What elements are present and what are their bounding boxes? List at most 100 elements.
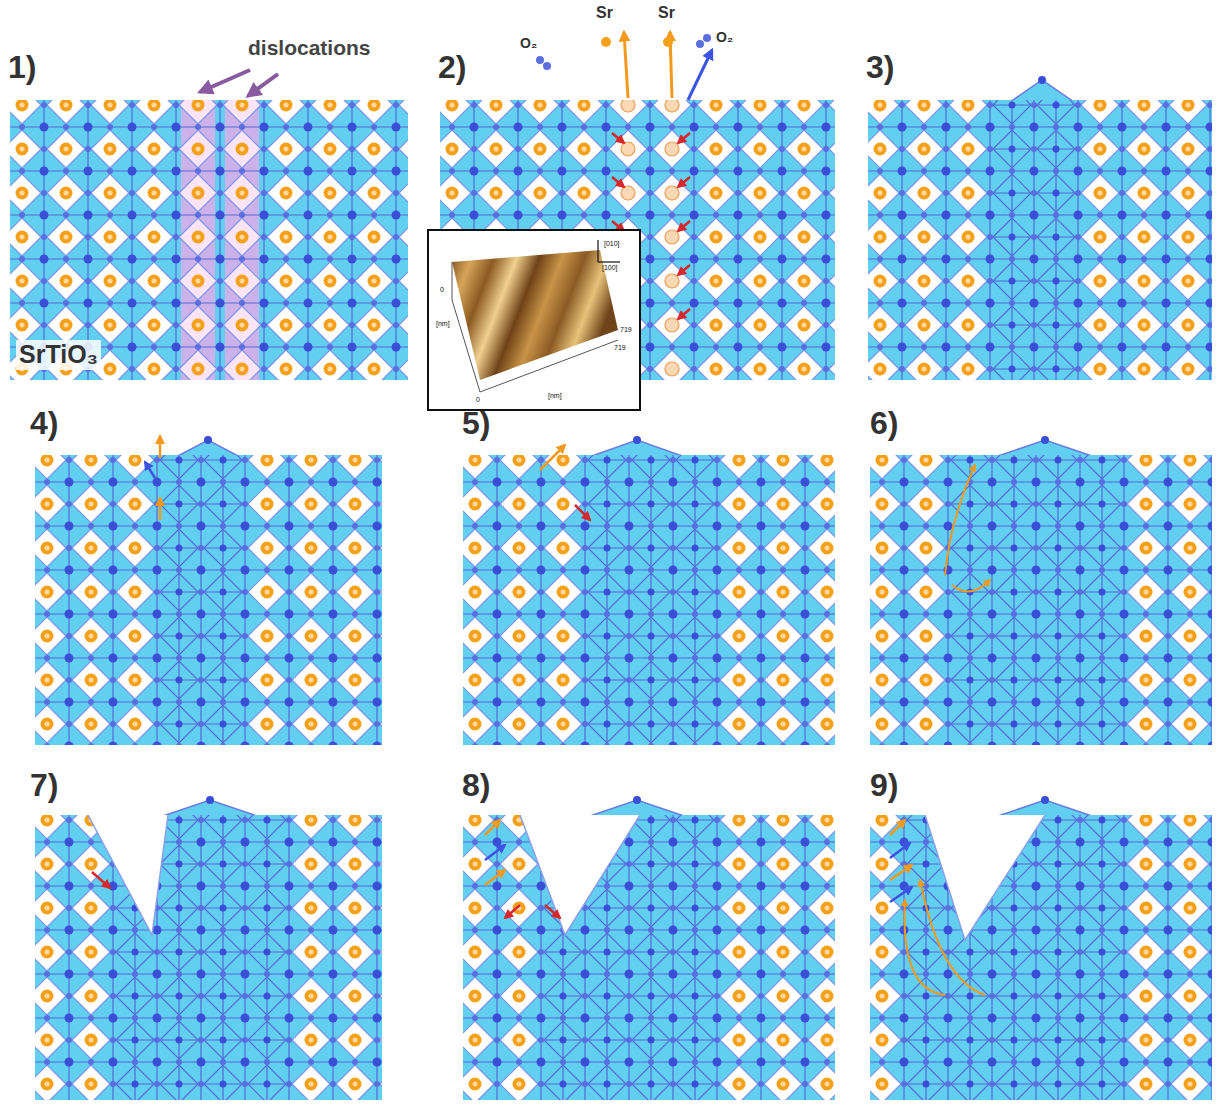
o-atom xyxy=(1009,300,1015,306)
sr-site xyxy=(500,661,538,699)
sr-atom-core xyxy=(714,367,719,372)
ti-atom xyxy=(1009,322,1016,329)
sr-atom xyxy=(192,231,205,244)
o-atom xyxy=(110,677,116,683)
sr-site xyxy=(399,174,408,212)
ti-atom xyxy=(648,501,655,508)
o-atom xyxy=(757,168,763,174)
o-atom xyxy=(493,124,499,130)
sr-atom xyxy=(578,187,591,200)
o-atom xyxy=(758,589,764,595)
o-atom xyxy=(220,567,226,573)
ti-atom xyxy=(1206,255,1213,264)
o-atom xyxy=(472,567,478,573)
ti-atom xyxy=(822,299,831,308)
o-atom xyxy=(1141,344,1147,350)
o-atom xyxy=(393,102,399,108)
o-atom xyxy=(582,633,588,639)
sr-atom xyxy=(557,586,570,599)
ti-atom xyxy=(690,299,699,308)
sr-site xyxy=(808,617,835,655)
sr-atom-core xyxy=(1098,279,1103,284)
sr-site xyxy=(135,174,173,212)
sr-site xyxy=(653,262,691,300)
o-atom xyxy=(132,699,138,705)
sr-site xyxy=(10,306,41,344)
o-atom xyxy=(308,567,314,573)
sr-atom-core xyxy=(240,323,245,328)
o-atom xyxy=(669,344,675,350)
o-atom xyxy=(242,545,248,551)
o-atom xyxy=(494,633,500,639)
o-atom xyxy=(625,212,631,218)
sr-atom xyxy=(733,498,746,511)
sr-site xyxy=(697,262,735,300)
sr-atom-core xyxy=(802,367,807,372)
sr-site xyxy=(463,455,494,479)
o-atom xyxy=(1207,146,1212,152)
o-atom xyxy=(758,457,764,463)
ti-atom xyxy=(1118,343,1127,352)
o-atom xyxy=(352,567,358,573)
o-atom xyxy=(714,589,720,595)
sr-atom-core xyxy=(737,546,742,551)
sr-atom-core xyxy=(714,323,719,328)
sr-site xyxy=(1127,617,1165,655)
sr-atom-core xyxy=(737,678,742,683)
o-atom xyxy=(1075,278,1081,284)
o-atom xyxy=(516,699,522,705)
o-atom xyxy=(899,278,905,284)
sr-atom xyxy=(1094,187,1107,200)
o-atom xyxy=(129,102,135,108)
ti-atom xyxy=(216,255,225,264)
o-atom xyxy=(626,721,632,727)
o-atom xyxy=(1031,278,1037,284)
o-atom xyxy=(286,457,292,463)
o-atom xyxy=(371,212,377,218)
o-atom xyxy=(965,256,971,262)
o-atom xyxy=(352,699,358,705)
sr-atom-core xyxy=(922,147,927,152)
ti-atom xyxy=(1162,123,1171,132)
sr-site xyxy=(764,485,802,523)
o-atom xyxy=(154,633,160,639)
o-atom xyxy=(330,721,336,727)
sr-site xyxy=(355,100,393,124)
ti-atom xyxy=(176,457,183,464)
o-atom xyxy=(283,256,289,262)
o-atom xyxy=(714,501,720,507)
o-atom xyxy=(669,168,675,174)
o-atom xyxy=(327,344,333,350)
ti-atom xyxy=(942,343,951,352)
sr-site xyxy=(1127,573,1165,611)
sr-atom xyxy=(305,542,318,555)
ti-atom xyxy=(329,478,338,487)
sr-atom-core xyxy=(802,147,807,152)
o-atom xyxy=(560,567,566,573)
sr-atom-core xyxy=(133,678,138,683)
sr-atom-core xyxy=(328,147,333,152)
sr-atom-core xyxy=(802,103,807,108)
sr-atom-core xyxy=(265,546,270,551)
o-atom xyxy=(264,611,270,617)
sr-atom xyxy=(324,319,337,332)
sr-site xyxy=(949,100,987,124)
sr-atom-core xyxy=(89,590,94,595)
sr-site xyxy=(907,705,945,743)
o-atom xyxy=(647,322,653,328)
sr-site xyxy=(905,130,943,168)
o-atom xyxy=(1163,322,1169,328)
sr-atom-core xyxy=(781,590,786,595)
sr-site xyxy=(868,306,899,344)
sr-site xyxy=(808,485,835,523)
o-atom xyxy=(604,655,610,661)
sr-site xyxy=(399,350,408,380)
sr-atom xyxy=(236,100,249,112)
o-atom xyxy=(802,589,808,595)
ti-atom xyxy=(757,478,766,487)
sr-atom xyxy=(918,275,931,288)
o-atom xyxy=(371,124,377,130)
sr-site xyxy=(653,174,691,212)
sr-site xyxy=(1171,617,1209,655)
ti-o-bond xyxy=(1011,347,1012,380)
